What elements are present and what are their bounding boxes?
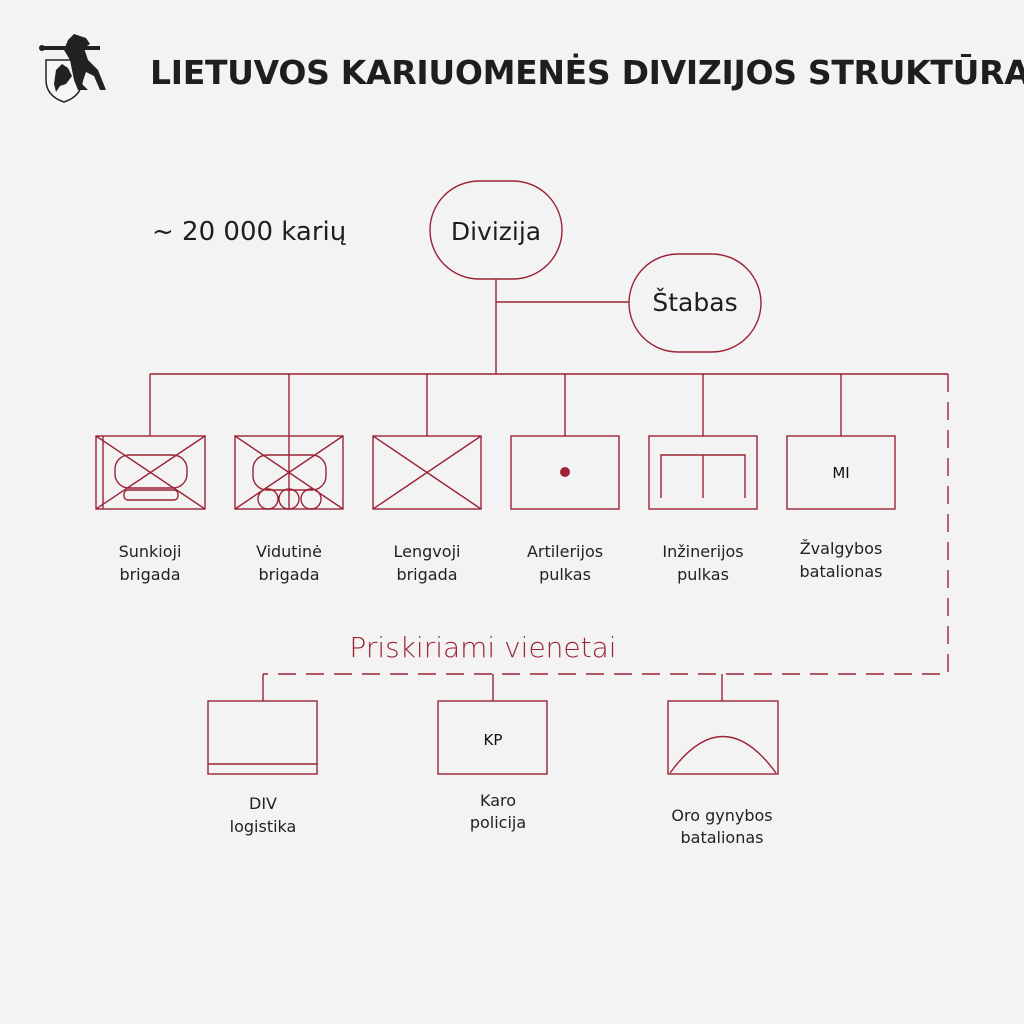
unit-label: pulkas	[677, 565, 729, 584]
artillery-symbol-icon	[510, 435, 620, 510]
staff-node: Štabas	[628, 253, 762, 353]
division-label: Divizija	[451, 217, 541, 246]
unit-label: Lengvoji	[394, 542, 461, 561]
heavy-brigade-symbol-icon	[95, 435, 206, 510]
attached-units-heading: Priskiriami vienetai	[349, 631, 616, 664]
recon-code: MI	[832, 464, 849, 482]
unit-label: logistika	[230, 817, 297, 836]
unit-label: DIV	[249, 794, 277, 813]
army-emblem-logo	[39, 34, 106, 103]
military-police-code: KP	[484, 731, 503, 749]
unit-label: Inžinerijos	[662, 542, 743, 561]
troop-count: ~ 20 000 karių	[152, 217, 346, 247]
unit-label: Artilerijos	[527, 542, 603, 561]
engineer-symbol-icon	[648, 435, 758, 510]
unit-label: brigada	[258, 565, 319, 584]
connector-lines	[149, 279, 949, 701]
unit-label: Žvalgybos	[800, 539, 883, 558]
division-node: Divizija	[429, 180, 563, 280]
unit-label: batalionas	[800, 562, 883, 581]
military-police-symbol-icon: KP	[437, 700, 548, 775]
unit-label: Vidutinė	[256, 542, 322, 561]
staff-label: Štabas	[652, 287, 737, 317]
logistics-symbol-icon	[207, 700, 318, 775]
medium-brigade-symbol-icon	[234, 435, 344, 510]
page-title: LIETUVOS KARIUOMENĖS DIVIZIJOS STRUKTŪRA	[150, 52, 1024, 92]
unit-label: Sunkioji	[119, 542, 182, 561]
attached-dashed-line	[263, 374, 949, 675]
unit-label: Oro gynybos	[671, 806, 772, 825]
unit-label: brigada	[119, 565, 180, 584]
unit-label: batalionas	[681, 828, 764, 847]
unit-label: policija	[470, 813, 526, 832]
unit-labels: Sunkioji brigada Vidutinė brigada Lengvo…	[119, 539, 883, 584]
unit-label: Karo	[480, 791, 516, 810]
attached-labels: DIV logistika Karo policija Oro gynybos …	[230, 791, 773, 847]
recon-symbol-icon: MI	[786, 435, 896, 510]
light-brigade-symbol-icon	[372, 435, 482, 510]
unit-label: pulkas	[539, 565, 591, 584]
air-defense-symbol-icon	[667, 700, 779, 775]
unit-label: brigada	[396, 565, 457, 584]
